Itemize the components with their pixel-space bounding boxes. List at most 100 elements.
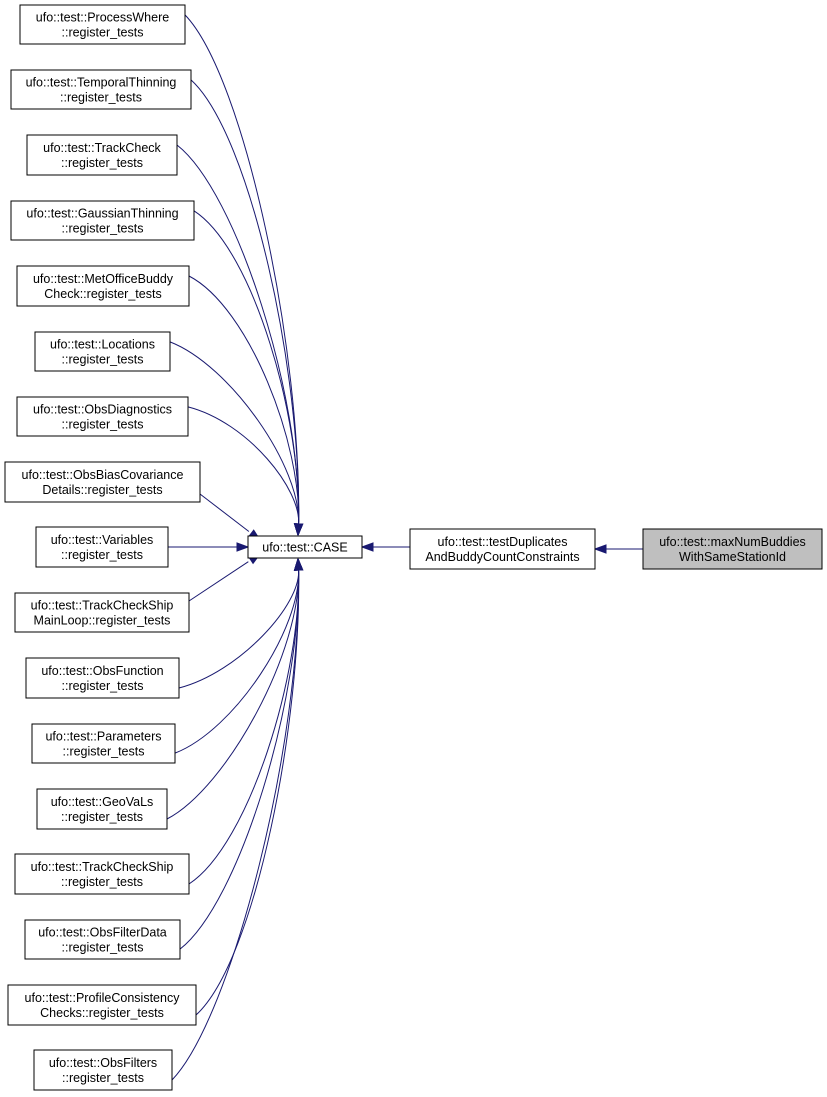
node-box: [16, 396, 189, 437]
node-label: ::register_tests: [62, 679, 144, 693]
node-label: ufo::test::TrackCheckShip: [31, 860, 174, 874]
node-tt[interactable]: ufo::test::TemporalThinning::register_te…: [10, 69, 192, 110]
node-label: Check::register_tests: [44, 287, 161, 301]
node-dup[interactable]: ufo::test::testDuplicatesAndBuddyCountCo…: [409, 528, 596, 570]
node-tc[interactable]: ufo::test::TrackCheck::register_tests: [26, 134, 178, 176]
node-box: [33, 1049, 173, 1091]
node-va[interactable]: ufo::test::Variables::register_tests: [35, 526, 169, 568]
node-label: ufo::test::TrackCheck: [43, 141, 161, 155]
edge-mo-to-case: [188, 275, 304, 537]
node-gt[interactable]: ufo::test::GaussianThinning::register_te…: [10, 200, 195, 241]
node-label: ::register_tests: [63, 745, 145, 759]
node-pa[interactable]: ufo::test::Parameters::register_tests: [31, 723, 176, 764]
edge-line: [171, 568, 300, 1081]
node-label: ::register_tests: [62, 26, 144, 40]
node-max[interactable]: ufo::test::maxNumBuddiesWithSameStationI…: [642, 528, 823, 570]
node-label: ufo::test::ObsFilters: [49, 1056, 157, 1070]
node-label: ufo::test::ObsBiasCovariance: [22, 468, 184, 482]
arrowhead-icon: [236, 542, 250, 552]
node-label: ::register_tests: [61, 875, 143, 889]
edge-max-to-dup: [593, 544, 643, 554]
edge-pa-to-case: [174, 557, 304, 754]
node-label: ::register_tests: [62, 222, 144, 236]
edge-line: [190, 79, 300, 526]
node-box: [409, 528, 596, 570]
node-label: ufo::test::maxNumBuddies: [659, 535, 806, 549]
node-label: ::register_tests: [61, 156, 143, 170]
edge-od-to-case: [187, 406, 304, 537]
node-ob[interactable]: ufo::test::ObsBiasCovarianceDetails::reg…: [4, 461, 201, 503]
node-box: [14, 592, 190, 633]
node-box: [4, 461, 201, 503]
node-label: ufo::test::TrackCheckShip: [31, 599, 174, 613]
edge-pc-to-case: [195, 557, 304, 1016]
node-box: [7, 984, 197, 1026]
edge-line: [195, 568, 300, 1016]
node-box: [642, 528, 823, 570]
node-box: [10, 200, 195, 241]
node-box: [34, 331, 171, 372]
node-label: ::register_tests: [61, 548, 143, 562]
node-box: [16, 265, 190, 307]
edge-tt-to-case: [190, 79, 304, 537]
edge-line: [188, 568, 300, 885]
node-label: ufo::test::MetOfficeBuddy: [33, 272, 174, 286]
node-label: ufo::test::ObsFilterData: [38, 926, 167, 940]
edge-line: [188, 275, 300, 526]
nodes: ufo::test::ProcessWhere::register_testsu…: [4, 4, 823, 1091]
node-label: ufo::test::ObsDiagnostics: [33, 403, 172, 417]
node-gv[interactable]: ufo::test::GeoVaLs::register_tests: [36, 788, 168, 830]
node-label: AndBuddyCountConstraints: [425, 550, 579, 564]
node-label: ::register_tests: [61, 810, 143, 824]
edge-ob-to-case: [199, 493, 262, 541]
node-box: [19, 4, 186, 45]
arrowhead-icon: [593, 544, 607, 554]
node-box: [247, 535, 363, 559]
node-box: [26, 134, 178, 176]
node-fd[interactable]: ufo::test::ObsFilterData::register_tests: [24, 919, 181, 960]
node-label: ufo::test::ProfileConsistency: [25, 991, 181, 1005]
node-mo[interactable]: ufo::test::MetOfficeBuddyCheck::register…: [16, 265, 190, 307]
node-label: MainLoop::register_tests: [34, 614, 171, 628]
edge-line: [188, 561, 249, 602]
node-label: ufo::test::CASE: [262, 541, 347, 555]
node-box: [24, 919, 181, 960]
node-box: [14, 853, 190, 895]
edge-dup-to-case: [360, 542, 410, 552]
node-label: ::register_tests: [62, 1071, 144, 1085]
arrowhead-icon: [360, 542, 374, 552]
node-ofs[interactable]: ufo::test::ObsFilters::register_tests: [33, 1049, 173, 1091]
node-pw[interactable]: ufo::test::ProcessWhere::register_tests: [19, 4, 186, 45]
node-label: ufo::test::ObsFunction: [41, 664, 163, 678]
node-lo[interactable]: ufo::test::Locations::register_tests: [34, 331, 171, 372]
node-tm[interactable]: ufo::test::TrackCheckShipMainLoop::regis…: [14, 592, 190, 633]
edge-line: [193, 210, 300, 526]
node-od[interactable]: ufo::test::ObsDiagnostics::register_test…: [16, 396, 189, 437]
node-box: [25, 657, 180, 699]
node-label: ufo::test::Parameters: [45, 730, 161, 744]
node-label: ufo::test::TemporalThinning: [26, 76, 177, 90]
edge-of-to-case: [178, 557, 304, 689]
node-label: ufo::test::GeoVaLs: [51, 795, 154, 809]
node-box: [31, 723, 176, 764]
node-label: WithSameStationId: [679, 550, 786, 564]
edge-lo-to-case: [169, 341, 304, 537]
node-label: Checks::register_tests: [40, 1006, 164, 1020]
node-label: ufo::test::Locations: [50, 338, 155, 352]
node-box: [10, 69, 192, 110]
edge-line: [174, 568, 300, 754]
edge-line: [179, 568, 300, 950]
edge-line: [178, 568, 300, 689]
node-label: ufo::test::Variables: [51, 533, 154, 547]
node-pc[interactable]: ufo::test::ProfileConsistencyChecks::reg…: [7, 984, 197, 1026]
node-label: ::register_tests: [62, 418, 144, 432]
node-case[interactable]: ufo::test::CASE: [247, 535, 363, 559]
node-ts[interactable]: ufo::test::TrackCheckShip::register_test…: [14, 853, 190, 895]
node-label: ::register_tests: [60, 91, 142, 105]
node-of[interactable]: ufo::test::ObsFunction::register_tests: [25, 657, 180, 699]
node-label: ::register_tests: [62, 353, 144, 367]
edge-ofs-to-case: [171, 557, 304, 1081]
node-label: ufo::test::ProcessWhere: [36, 11, 169, 25]
edge-gt-to-case: [193, 210, 304, 537]
